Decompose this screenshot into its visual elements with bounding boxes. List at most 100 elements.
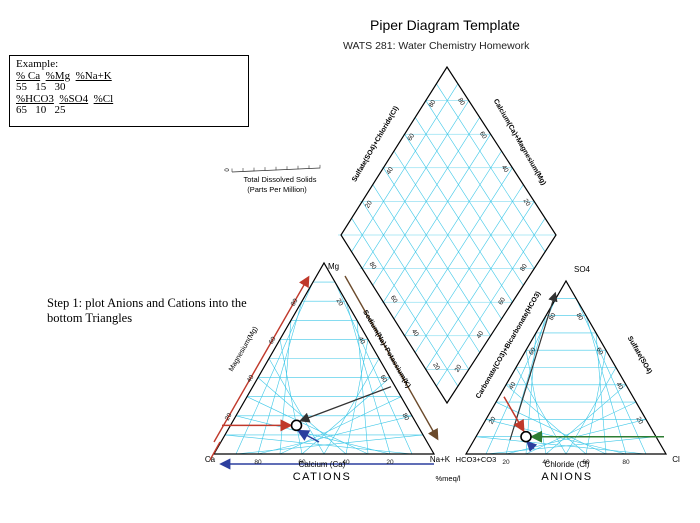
diamond-ur-tick: 60 (478, 130, 488, 140)
diamond-lr-tick: 60 (497, 296, 507, 306)
anion-bottom-tick: 40 (542, 459, 550, 466)
arrow-layer (209, 275, 664, 470)
anion-triangle-grid-b (575, 298, 647, 455)
diamond-upper-right-axis-label: Calcium(Ca)+Magnesium(Mg) (492, 98, 547, 187)
magnesium-axis-arrow (213, 275, 310, 443)
anion-triangle-grid-a (475, 436, 647, 455)
anion-triangle-grid-b (565, 367, 617, 455)
cation-bottom-tick: 80 (254, 459, 262, 466)
cation-left-tick: 80 (290, 297, 300, 307)
diamond-lr-tick: 80 (519, 263, 529, 273)
anion-right-tick: 60 (594, 347, 604, 357)
anion-triangle-grid-a (515, 367, 567, 455)
anion-right-axis-label: Sulfate(SO4) (626, 335, 653, 375)
header-nak: %Na+K (75, 69, 112, 82)
outline-layer (212, 65, 668, 455)
header-hco3: %HCO3 (16, 92, 54, 105)
cation-bottom-tick: 60 (298, 459, 306, 466)
diamond-ll-tick: 60 (389, 294, 399, 304)
diamond-grid-a (383, 134, 491, 303)
example-anion-values: 65 10 25 (16, 104, 66, 116)
diamond-lr-tick: 40 (475, 330, 485, 340)
page-subtitle: WATS 281: Water Chemistry Homework (343, 40, 530, 52)
anion-left-tick: 60 (528, 346, 538, 356)
anion-right-tick: 20 (634, 416, 644, 426)
tds-tick-zero: 0 (225, 168, 231, 172)
cation-triangle-grid-b (345, 339, 369, 455)
cation-bottom-tick: 40 (342, 459, 350, 466)
header-so4: %SO4 (59, 92, 89, 105)
cation-left-axis-label: Magnesium(Mg) (228, 326, 259, 373)
anion-bottom-axis-label: Chloride (Cl) (545, 460, 590, 469)
anion-bottom-tick: 60 (582, 459, 590, 466)
grid-layer (224, 83, 657, 455)
anion-left-tick: 80 (548, 312, 558, 322)
anion-left-tick: 20 (488, 415, 498, 425)
cation-triangle-grid-b (323, 358, 380, 455)
cation-group-label: CATIONS (293, 471, 352, 483)
anion-guide-so4 (503, 396, 525, 433)
cation-guide-ca (296, 429, 320, 443)
diamond-ur-tick: 20 (522, 198, 532, 208)
diamond-lr-tick: 20 (454, 363, 464, 373)
diamond-grid-a (361, 100, 470, 269)
meq-label: %meq/l (435, 474, 460, 483)
cation-bottom-axis-label: Calcium (Ca) (299, 460, 346, 469)
anion-guide-hco3 (526, 440, 538, 452)
cation-right-corner-label: Na+K (430, 455, 451, 464)
cation-right-tick: 40 (356, 336, 366, 346)
diamond-ll-tick: 20 (431, 362, 441, 372)
diamond-ul-tick: 40 (385, 166, 395, 176)
cation-left-tick: 40 (246, 374, 256, 384)
anion-group-label: ANIONS (541, 471, 592, 483)
cation-bottom-tick: 20 (386, 459, 394, 466)
header-cl: %Cl (93, 92, 114, 105)
anion-right-tick: 40 (614, 381, 624, 391)
cation-left-tick: 20 (224, 412, 234, 422)
anion-triangle-grid-a (505, 384, 587, 455)
anion-triangle-grid-b (595, 332, 607, 455)
cation-triangle-grid-b (345, 301, 391, 455)
diamond-ur-tick: 80 (456, 97, 466, 107)
diamond-ur-tick: 40 (500, 164, 510, 174)
anion-triangle-grid-a (495, 401, 607, 455)
diamond-ll-tick: 40 (410, 328, 420, 338)
diamond-outline (340, 65, 557, 405)
cation-triangle-grid-a (235, 415, 391, 455)
example-cation-values: 55 15 30 (16, 81, 66, 93)
cation-right-tick: 80 (400, 412, 410, 422)
anion-right-corner-label: Cl (672, 455, 680, 464)
tds-label-line2: (Parts Per Million) (247, 185, 307, 194)
cation-left-tick: 60 (268, 335, 278, 345)
sample-point-anion (520, 430, 532, 443)
page-title: Piper Diagram Template (370, 17, 520, 33)
example-heading: Example: (16, 58, 59, 70)
cation-guide-nak (299, 386, 392, 423)
cation-triangle-grid-a (246, 396, 369, 455)
cation-left-corner-label: Ca (205, 455, 216, 464)
example-box: Example: % Ca %Mg %Na+K 55 15 30 %HCO3 %… (9, 55, 249, 127)
cation-apex-label: Mg (328, 262, 339, 271)
step1-instructions: Step 1: plot Anions and Cations into the… (47, 296, 247, 325)
cation-triangle-grid-b (356, 320, 369, 455)
sample-point-cation (290, 419, 303, 432)
cation-triangle-grid-b (334, 281, 413, 455)
anion-apex-label: SO4 (574, 265, 591, 274)
anion-left-corner-label: HCO3+CO3 (456, 455, 497, 464)
diamond-ul-tick: 80 (428, 99, 438, 109)
anion-bottom-tick: 20 (502, 459, 510, 466)
anion-triangle-grid-b (585, 315, 627, 455)
carbonate-axis-arrow (509, 291, 558, 441)
cation-triangle-grid-a (268, 358, 325, 455)
tds-label-line1: Total Dissolved Solids (244, 175, 317, 184)
anion-left-tick: 40 (508, 381, 518, 391)
anion-bottom-tick: 80 (622, 459, 630, 466)
diamond-grid-b (404, 134, 513, 303)
header-mg: %Mg (45, 69, 71, 82)
cation-right-tick: 60 (378, 374, 388, 384)
anion-triangle-outline (464, 279, 668, 455)
example-cation-headers: % Ca %Mg %Na+K (16, 69, 242, 83)
diamond-grid-b (425, 100, 535, 269)
anion-right-tick: 80 (574, 312, 584, 322)
